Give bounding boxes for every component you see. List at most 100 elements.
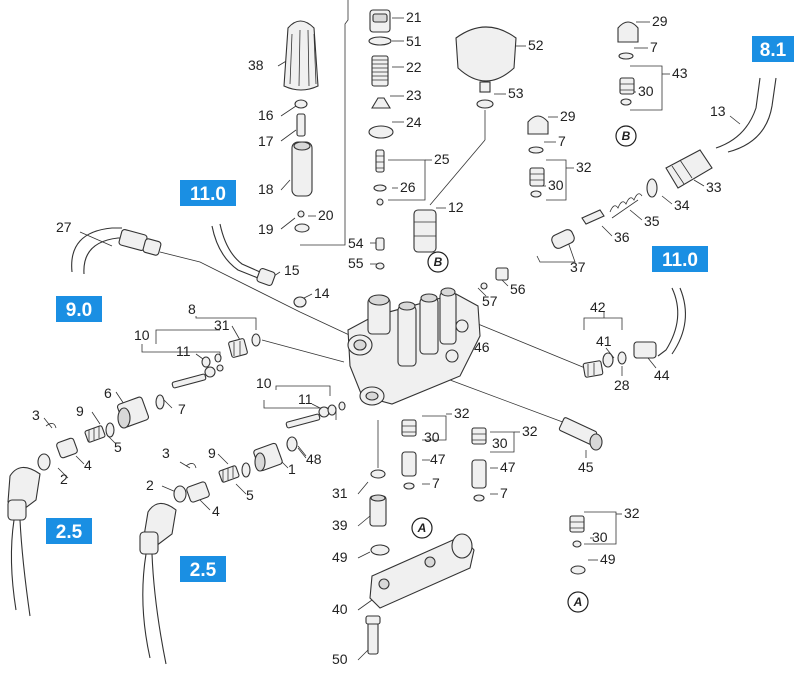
- part-47-piston1: [401, 451, 417, 477]
- svg-text:B: B: [622, 129, 631, 143]
- label-part-28: 28: [614, 377, 630, 393]
- label-part-56: 56: [510, 281, 526, 297]
- part-43-oring: [620, 98, 632, 106]
- part-16-nut: [294, 99, 308, 109]
- svg-text:11.0: 11.0: [190, 184, 226, 205]
- part-30-valve-right: [619, 77, 635, 95]
- label-part-39: 39: [332, 517, 348, 533]
- part-13-hose: [715, 77, 777, 153]
- label-part-27: 27: [56, 219, 72, 235]
- part-36-pin: [581, 209, 605, 225]
- label-part-2-mid: 2: [146, 477, 154, 493]
- svg-text:8.1: 8.1: [760, 40, 787, 61]
- label-part-42: 42: [590, 299, 606, 315]
- label-part-4-left: 4: [84, 457, 92, 473]
- part-57-ball: [480, 282, 488, 290]
- part-26-washer: [373, 184, 387, 192]
- label-part-54: 54: [348, 235, 364, 251]
- part-30-valve-lower1: [401, 419, 417, 437]
- part-49-oring-bottom: [570, 565, 586, 575]
- label-part-6: 6: [104, 385, 112, 401]
- label-part-32-bottom: 32: [624, 505, 640, 521]
- part-41-oring: [602, 352, 614, 368]
- label-part-22: 22: [406, 59, 422, 75]
- part-14-oring: [293, 296, 307, 308]
- part-11-oring-lower: [327, 401, 346, 416]
- label-part-13: 13: [710, 103, 726, 119]
- reference-box-2-5-left[interactable]: 2.5: [46, 518, 92, 544]
- label-part-30-lower1: 30: [424, 429, 440, 445]
- reference-box-11-0-right[interactable]: 11.0: [652, 246, 708, 272]
- reference-box-2-5-mid[interactable]: 2.5: [180, 556, 226, 582]
- label-part-4-mid: 4: [212, 503, 220, 519]
- label-part-7-lower2: 7: [500, 485, 508, 501]
- part-3-clip-mid: [185, 463, 197, 469]
- part-23-valve: [371, 97, 391, 109]
- part-40-manifold: [369, 533, 475, 609]
- part-hose-11-top: [211, 223, 261, 279]
- label-part-33: 33: [706, 179, 722, 195]
- label-part-53: 53: [508, 85, 524, 101]
- connector-marker-A-bottom: A: [567, 591, 589, 613]
- part-7-oring-right: [618, 52, 634, 60]
- reference-box-9-0[interactable]: 9.0: [56, 296, 102, 322]
- label-part-32-mid: 32: [576, 159, 592, 175]
- part-25-ball: [376, 198, 384, 206]
- part-27-hose: [71, 227, 124, 275]
- label-part-5-mid: 5: [246, 487, 254, 503]
- label-part-51: 51: [406, 33, 422, 49]
- label-part-47-lower1: 47: [430, 451, 446, 467]
- part-12-valve: [413, 209, 437, 253]
- label-part-9-left: 9: [76, 403, 84, 419]
- svg-text:2.5: 2.5: [56, 522, 83, 543]
- label-part-10-lower: 10: [256, 375, 272, 391]
- part-48-oring: [286, 436, 298, 452]
- svg-text:2.5: 2.5: [190, 560, 217, 581]
- label-part-35: 35: [644, 213, 660, 229]
- label-part-45: 45: [578, 459, 594, 475]
- label-part-9-mid: 9: [208, 445, 216, 461]
- label-part-30-bottom: 30: [592, 529, 608, 545]
- label-part-15: 15: [284, 262, 300, 278]
- label-part-19: 19: [258, 221, 274, 237]
- label-part-30-mid: 30: [548, 177, 564, 193]
- reference-box-8-1[interactable]: 8.1: [752, 36, 794, 62]
- label-part-50: 50: [332, 651, 348, 667]
- label-part-7-left: 7: [178, 401, 186, 417]
- label-part-2-left: 2: [60, 471, 68, 487]
- connector-marker-B-right: B: [615, 125, 637, 147]
- part-53-oring: [476, 99, 494, 109]
- part-hose-11-right: [657, 287, 686, 357]
- part-10-rod-upper: [171, 364, 224, 389]
- part-4-nozzle-left: [56, 437, 78, 459]
- part-32-oring-bottom: [572, 540, 582, 548]
- label-part-8: 8: [188, 301, 196, 317]
- label-part-31-upper: 31: [214, 317, 230, 333]
- part-38-knob: [283, 20, 319, 91]
- label-part-7-lower1: 7: [432, 475, 440, 491]
- part-9-oring-mid: [241, 462, 251, 478]
- reference-box-11-0-top[interactable]: 11.0: [180, 180, 236, 206]
- svg-text:11.0: 11.0: [662, 250, 698, 271]
- part-24-seat: [368, 125, 394, 139]
- part-49-oring: [370, 544, 390, 556]
- label-part-1: 1: [288, 461, 296, 477]
- label-part-11-upper: 11: [176, 343, 191, 359]
- part-50-bolt: [365, 615, 381, 655]
- part-31-oring-lower: [370, 469, 386, 479]
- label-part-46: 46: [474, 339, 490, 355]
- part-sensor-plug-left: [7, 466, 41, 617]
- label-part-25: 25: [434, 151, 450, 167]
- label-part-12: 12: [448, 199, 464, 215]
- part-20-seal: [294, 223, 310, 233]
- label-part-31-lower: 31: [332, 485, 348, 501]
- part-31-valve: [228, 338, 248, 358]
- part-7-oring-lower2: [473, 494, 485, 502]
- part-39-sleeve: [369, 494, 387, 527]
- part-17-rod: [296, 113, 306, 137]
- label-part-10-upper: 10: [134, 327, 150, 343]
- label-part-37: 37: [570, 259, 586, 275]
- part-18-piston: [291, 141, 313, 197]
- label-part-41: 41: [596, 333, 612, 349]
